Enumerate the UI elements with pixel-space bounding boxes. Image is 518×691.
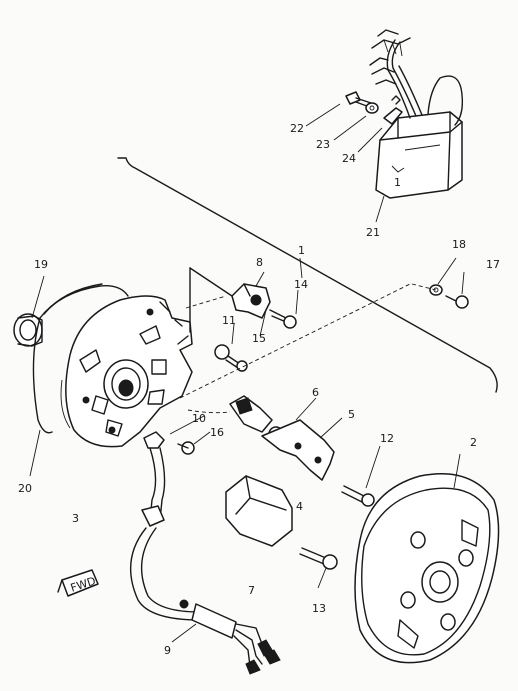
assembly-bracket [117,157,498,393]
bolt-17 [429,284,469,309]
condenser [225,475,293,547]
callout-numbers: 1 2 3 4 5 6 7 8 9 10 11 12 13 14 15 16 1… [18,122,500,657]
cdi-unit: 1 [369,29,464,199]
callout-16: 16 [210,426,224,439]
callout-13: 13 [312,602,326,615]
pickup-coil [189,267,271,333]
callout-15: 15 [252,332,266,345]
callout-11: 11 [222,314,236,327]
screw-14 [269,309,297,329]
callout-17: 17 [486,258,500,271]
leader-lines [29,103,465,643]
callout-20: 20 [18,482,32,495]
callout-1: 1 [298,244,305,257]
bolt-12 [341,485,375,507]
wire-harness [129,431,281,675]
callout-3: 3 [72,512,79,525]
svg-text:1: 1 [394,176,401,189]
callout-4: 4 [296,500,303,513]
screw-11 [214,344,248,372]
flywheel [354,473,500,664]
callout-7: 7 [248,584,255,597]
washer-23 [365,102,379,114]
breaker-assembly [229,395,335,481]
callout-18: 18 [452,238,466,251]
callout-8: 8 [256,256,263,269]
callout-10: 10 [192,412,206,425]
screw-16 [177,441,195,455]
callout-5: 5 [348,408,355,421]
stator-plate [60,295,193,448]
clip-24 [383,95,403,125]
callout-2: 2 [470,436,477,449]
callout-19: 19 [34,258,48,271]
fwd-stamp: FWD [57,569,99,597]
callout-9: 9 [164,644,171,657]
callout-23: 23 [316,138,330,151]
callout-24: 24 [342,152,356,165]
bolt-13 [299,547,338,570]
callout-21: 21 [366,226,380,239]
callout-22: 22 [290,122,304,135]
o-ring [32,283,129,434]
callout-6: 6 [312,386,319,399]
callout-12: 12 [380,432,394,445]
callout-14: 14 [294,278,308,291]
